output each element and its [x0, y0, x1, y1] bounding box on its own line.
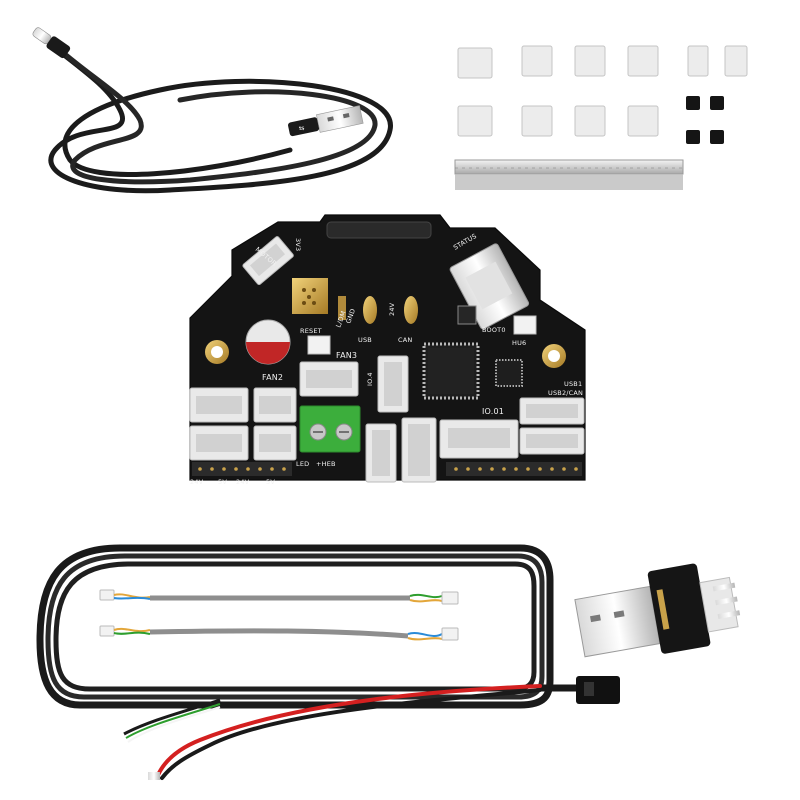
- jumper-pads: [338, 296, 418, 324]
- usb-adapter: [574, 563, 741, 658]
- label-24v-top: 24V: [388, 302, 396, 316]
- housings-row-1: [457, 45, 748, 79]
- reset-button: [307, 335, 331, 355]
- fan-connectors-mid: [253, 387, 297, 461]
- pin-header-dots: [198, 467, 578, 471]
- green-terminal-block: [299, 405, 361, 453]
- label-hu6: HU6: [512, 339, 526, 347]
- jumper-caps: [686, 96, 724, 144]
- housings-row-2: [457, 105, 659, 137]
- usb-c-plug: [32, 27, 71, 59]
- power-wires: [148, 684, 542, 780]
- label-io01: IO.01: [482, 407, 504, 416]
- label-24v-1: 24V: [190, 478, 204, 486]
- pcb-board: FAN2 FAN3 RESET STATUS BOOT0 USB CAN IO.…: [189, 214, 586, 486]
- label-heb: +HEB: [316, 460, 336, 468]
- fan-plug: [576, 676, 620, 704]
- usb-c-port: [326, 221, 432, 239]
- buzzer: [292, 278, 328, 314]
- fan2-connectors: [189, 387, 249, 461]
- label-usb2can: USB2/CAN: [548, 389, 583, 397]
- secondary-chip: [495, 359, 523, 387]
- io4-connector: [377, 355, 409, 413]
- mounting-hole-right: [542, 344, 566, 368]
- label-reset: RESET: [300, 327, 322, 335]
- jst-cable-2: [99, 625, 459, 641]
- usb-a-plug: ⇆: [288, 105, 364, 137]
- mounting-hole-left: [205, 340, 229, 364]
- fan3-connector: [299, 361, 359, 397]
- usb-can-connectors: [519, 397, 585, 455]
- label-5v-2: 5V: [266, 478, 275, 486]
- label-usb1: USB1: [564, 380, 582, 388]
- label-can: CAN: [398, 336, 412, 344]
- label-usb: USB: [358, 336, 372, 344]
- usb-a-receptacle: [449, 243, 530, 330]
- label-led: LED: [296, 460, 309, 468]
- boot-button: [513, 315, 537, 335]
- capacitor: [245, 319, 291, 365]
- motor-connector: [242, 236, 294, 286]
- ribbon-cable-loop: [36, 544, 580, 709]
- label-24v-2: 24V: [236, 478, 250, 486]
- label-fan2: FAN2: [262, 373, 283, 382]
- bottom-vertical-connectors: [365, 417, 437, 483]
- usb-c-cable: ⇆: [32, 27, 393, 194]
- mcu-chip: [422, 342, 480, 400]
- jst-cable-1: [99, 589, 459, 605]
- svg-text:⇆: ⇆: [298, 124, 306, 133]
- label-boot0: BOOT0: [482, 326, 506, 334]
- label-fan3: FAN3: [336, 351, 357, 360]
- signal-wires-short: [123, 698, 221, 743]
- small-ic: [457, 305, 477, 325]
- label-3v3: 3V3: [294, 238, 302, 251]
- io01-connector: [439, 419, 519, 459]
- connector-housings-kit: [454, 45, 748, 190]
- label-io4: IO.4: [366, 372, 374, 386]
- crimp-terminals-strip: [454, 159, 684, 190]
- label-5v-1: 5V: [218, 478, 227, 486]
- pin-headers: [192, 462, 582, 476]
